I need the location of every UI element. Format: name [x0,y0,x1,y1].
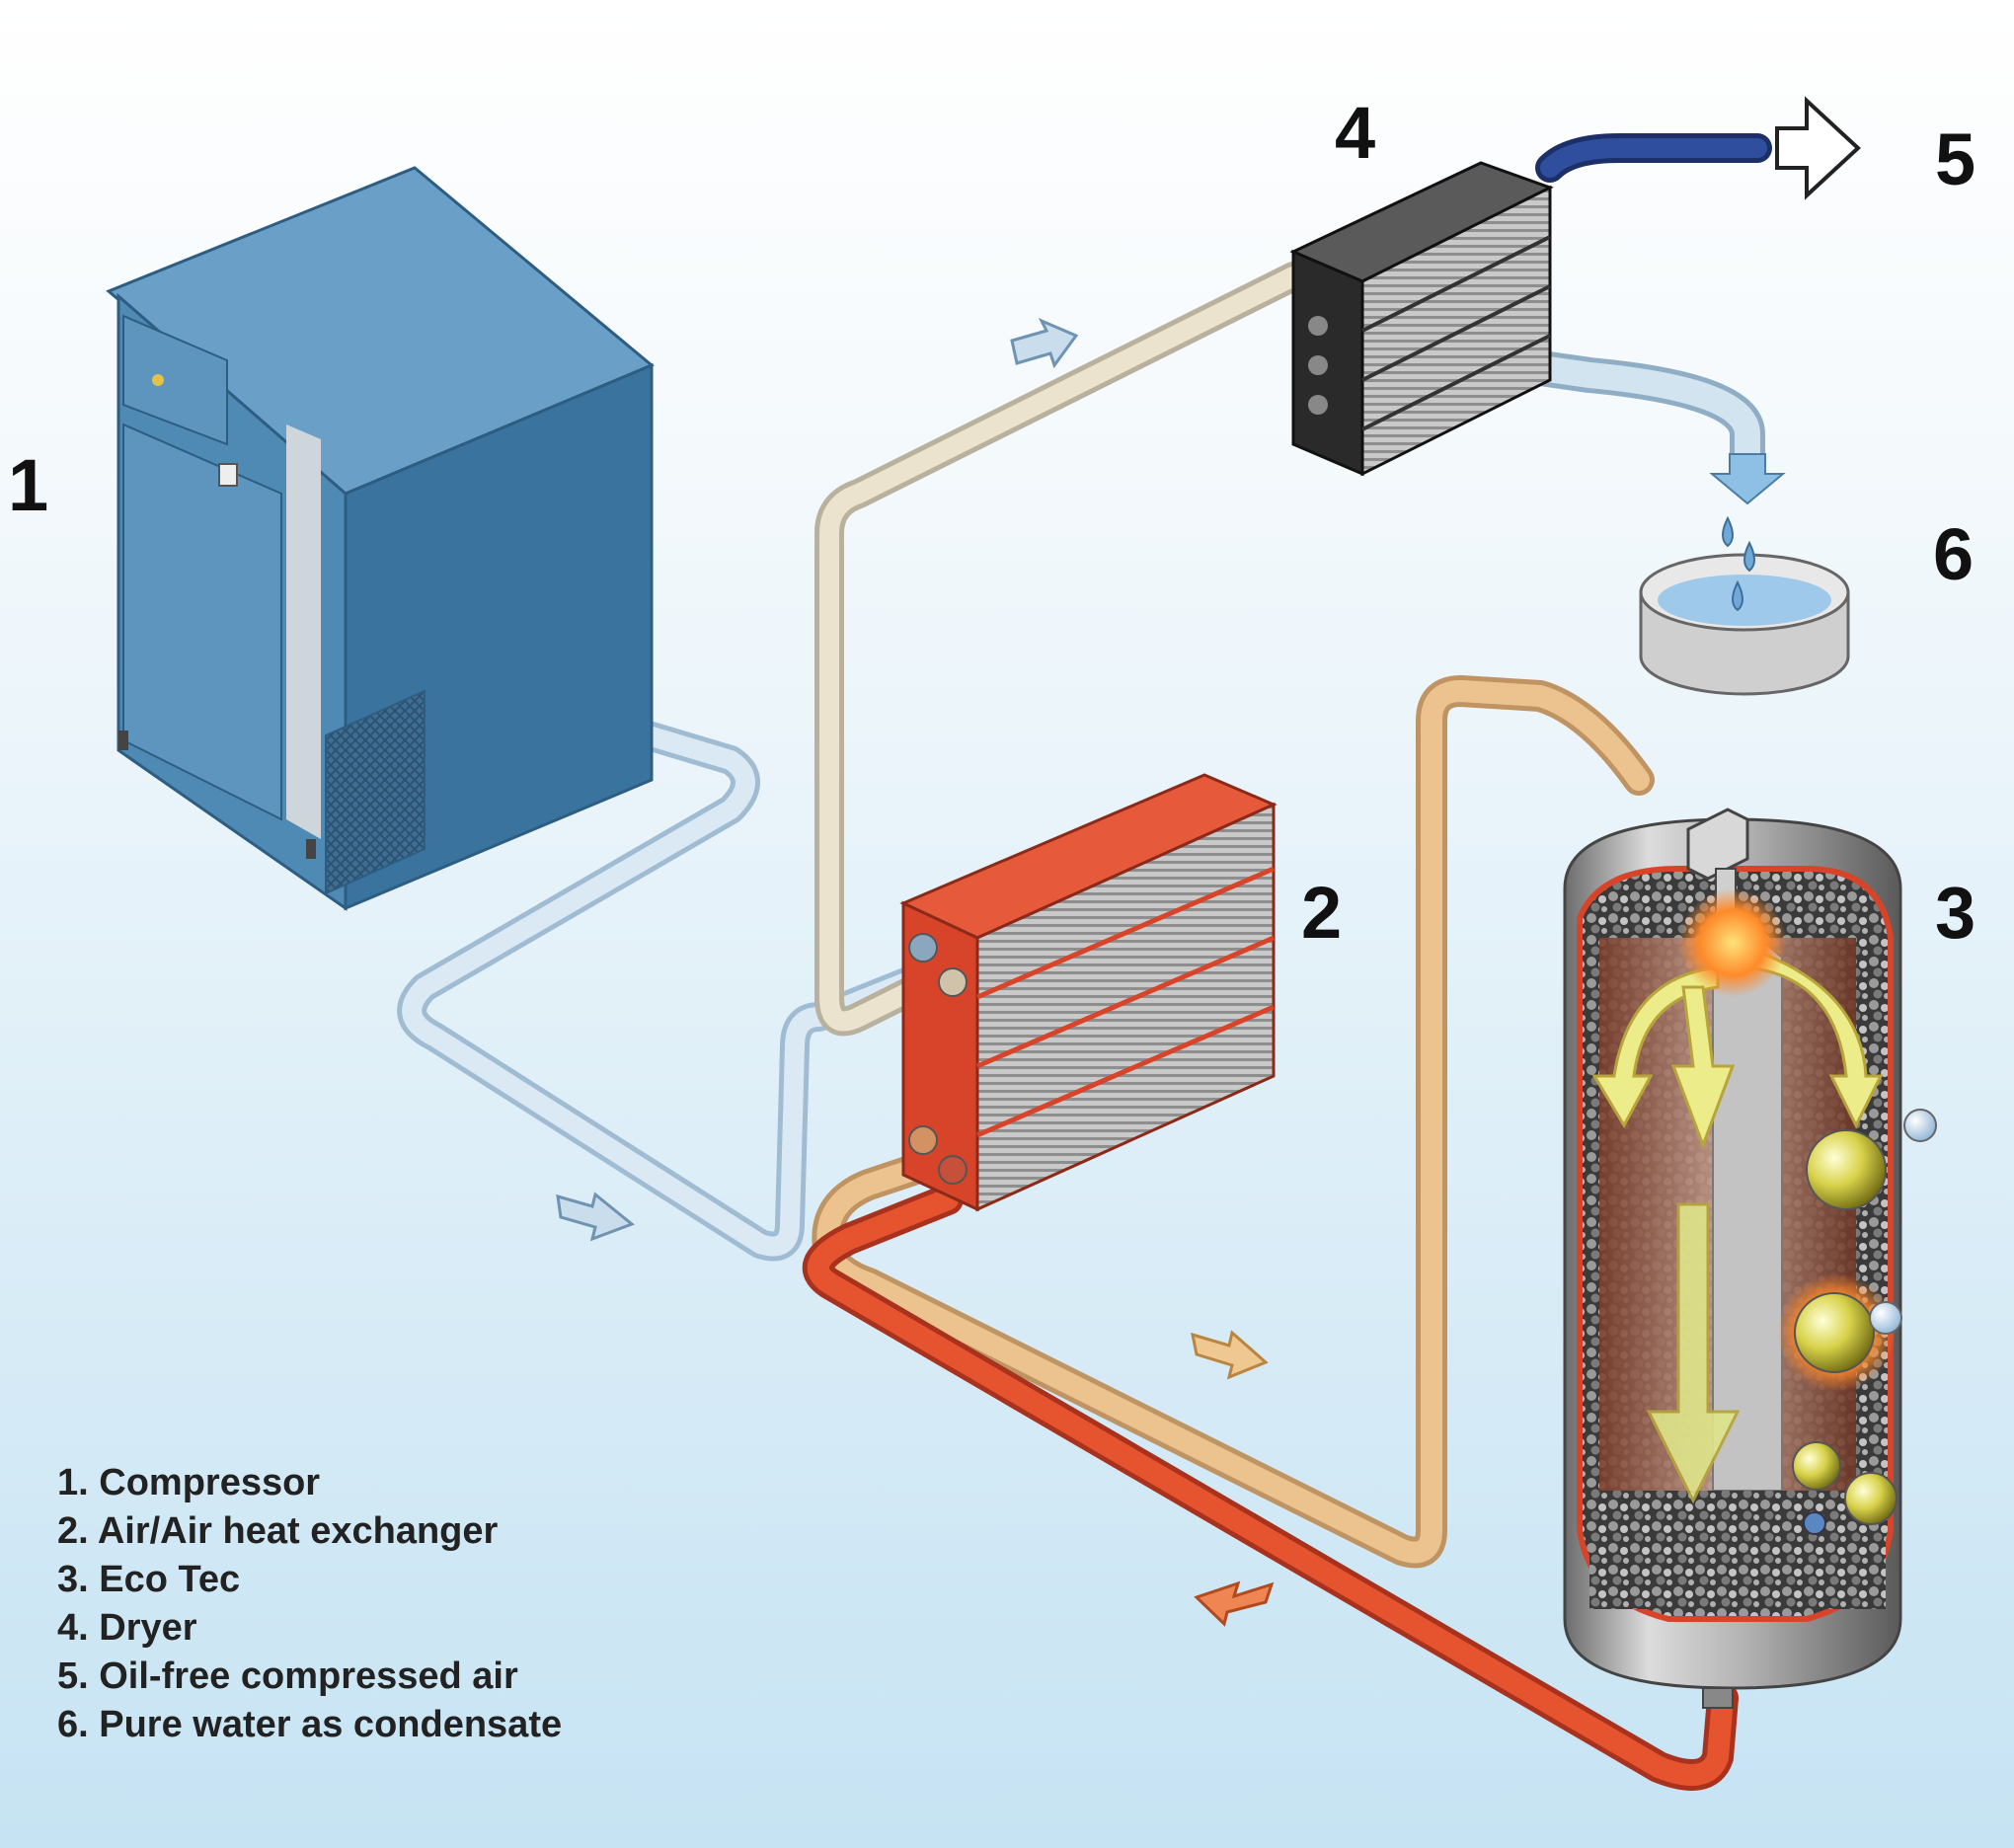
outlet-pipe [1535,133,1772,183]
cool-air-pipe [397,716,933,1262]
label-number-1: 1 [8,444,49,526]
legend-item-condensate: 6. Pure water as condensate [57,1704,563,1745]
heat-exchanger-icon [899,773,1278,1212]
flow-arrow-icon [556,318,1275,1627]
condensate-pipe [1503,347,1765,492]
outlet-arrow-icon [1775,96,1861,200]
dryer-icon [1289,161,1554,477]
condensate-basin-icon [1639,453,1850,696]
flow-arrow-icon [1591,945,1884,1504]
legend-item-eco-tec: 3. Eco Tec [57,1559,241,1600]
label-number-2: 2 [1301,872,1343,954]
legend-item-compressor: 1. Compressor [57,1462,321,1503]
legend-item-heat-exchanger: 2. Air/Air heat exchanger [57,1510,499,1552]
legend-item-compressed-air: 5. Oil-free compressed air [57,1656,518,1697]
compressor-icon [106,166,655,911]
water-drop-icon [1722,515,1755,612]
legend: 1. Compressor 2. Air/Air heat exchanger … [57,1459,562,1749]
label-number-5: 5 [1935,118,1976,200]
hot-pipe [802,1184,1739,1791]
label-number-4: 4 [1335,92,1376,174]
label-number-3: 3 [1935,872,1976,954]
legend-item-dryer: 4. Dryer [57,1607,197,1649]
spray-burst [1678,888,1787,997]
catalyst-spheres [1777,1109,1937,1535]
dried-air-pipe [814,262,1308,1037]
label-number-6: 6 [1933,513,1975,595]
